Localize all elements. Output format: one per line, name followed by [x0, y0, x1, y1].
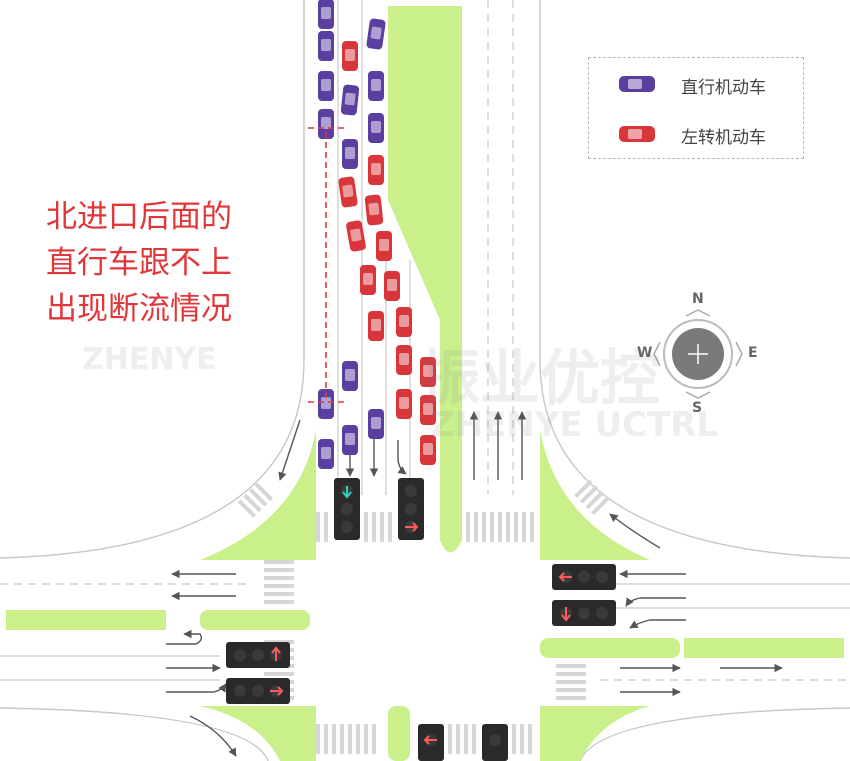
east-left-arrow	[625, 597, 686, 607]
left-turn-vehicle	[346, 220, 366, 252]
legend-straight: 直行机动车	[589, 68, 803, 98]
legend: 直行机动车 左转机动车	[588, 57, 804, 159]
crosswalk-corner-ne	[574, 479, 610, 515]
east-left-arrow-2	[629, 619, 686, 629]
straight-vehicle	[368, 113, 384, 143]
legend-left-turn-label: 左转机动车	[681, 128, 766, 148]
annotation-line-1: 北进口后面的	[46, 199, 232, 235]
left-turn-car-icon	[619, 126, 655, 142]
compass-east: E	[748, 345, 758, 361]
vehicles	[318, 0, 436, 469]
straight-vehicle	[342, 425, 358, 455]
straight-car-icon	[619, 76, 655, 92]
left-turn-vehicle	[368, 155, 384, 185]
legend-straight-label: 直行机动车	[681, 78, 766, 98]
left-turn-vehicle	[420, 395, 436, 425]
straight-vehicle	[366, 18, 386, 50]
green-medians	[6, 6, 844, 761]
west-uturn-arrow	[166, 629, 203, 645]
signal-heads	[226, 478, 616, 761]
signal-east-straight	[552, 600, 616, 626]
straight-vehicle	[340, 84, 360, 116]
queue-marker	[308, 127, 348, 403]
signal-south-straight	[482, 724, 508, 761]
watermark-short: ZHENYE	[82, 342, 217, 377]
straight-vehicle	[318, 389, 334, 419]
watermark-cn: 振业优控	[420, 344, 660, 414]
left-turn-vehicle	[376, 231, 392, 261]
left-turn-vehicle	[396, 307, 412, 337]
signal-west-straight	[226, 642, 290, 668]
traffic-arrows	[166, 411, 783, 757]
left-turn-vehicle	[360, 265, 376, 295]
left-turn-vehicle	[338, 176, 358, 208]
straight-vehicle	[368, 409, 384, 439]
compass	[653, 309, 743, 399]
left-turn-vehicle	[384, 271, 400, 301]
left-turn-vehicle	[368, 311, 384, 341]
straight-vehicle	[318, 0, 334, 29]
left-turn-vehicle	[342, 41, 358, 71]
compass-south: S	[692, 400, 703, 416]
left-turn-vehicle	[396, 389, 412, 419]
signal-north-straight	[334, 478, 360, 540]
signal-east-left	[552, 564, 616, 590]
west-left-arrow	[166, 683, 227, 693]
north-right-arrow	[278, 419, 301, 481]
straight-vehicle	[318, 109, 334, 139]
crosswalk-south	[316, 724, 532, 754]
straight-vehicle	[342, 361, 358, 391]
straight-vehicle	[318, 71, 334, 101]
north-left-arrow	[397, 440, 407, 475]
straight-vehicle	[318, 439, 334, 469]
northeast-right-arrow	[609, 513, 661, 549]
southwest-right-arrow	[189, 715, 237, 757]
compass-west: W	[637, 345, 653, 361]
compass-north: N	[692, 291, 704, 307]
crosswalk-east	[556, 664, 586, 700]
signal-south-left	[418, 724, 444, 761]
annotation-line-2: 直行车跟不上	[46, 245, 232, 281]
legend-left-turn: 左转机动车	[589, 118, 803, 148]
left-turn-vehicle	[420, 435, 436, 465]
left-turn-vehicle	[364, 194, 384, 226]
left-turn-vehicle	[396, 345, 412, 375]
signal-north-left	[398, 478, 424, 540]
annotation-line-3: 出现断流情况	[46, 291, 232, 327]
left-turn-vehicle	[420, 357, 436, 387]
crosswalk-north	[316, 512, 534, 542]
straight-vehicle	[368, 71, 384, 101]
signal-west-left	[226, 678, 290, 704]
east-west-lane-lines	[0, 583, 850, 681]
crosswalk-corner-nw	[237, 482, 273, 518]
straight-vehicle	[318, 31, 334, 61]
watermark-en: ZHENYE UCTRL	[430, 405, 719, 445]
annotation-text: 北进口后面的 直行车跟不上 出现断流情况	[46, 194, 296, 332]
straight-vehicle	[342, 139, 358, 169]
